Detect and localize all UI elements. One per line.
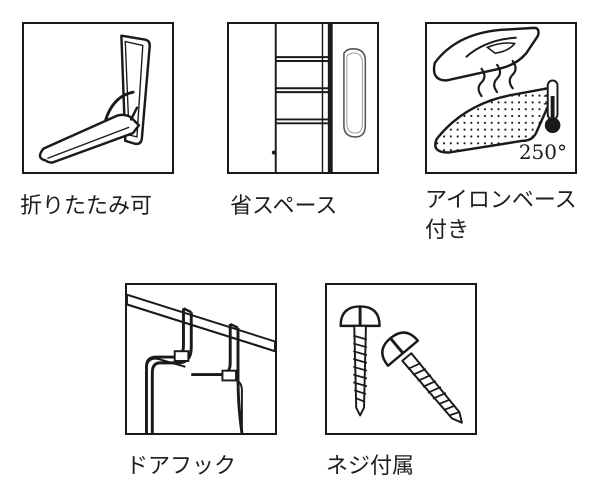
temperature-label: 250° [518, 140, 567, 164]
door-hook-icon [127, 293, 275, 433]
space-saving-cabinet-icon [271, 24, 367, 172]
feature-foldable-label: 折りたたみ可 [20, 194, 153, 219]
iron-on-base-icon [432, 26, 561, 154]
feature-space-saving-tile [227, 22, 379, 174]
screws-icon [339, 305, 463, 424]
feature-door-hook-label: ドアフック [126, 454, 237, 479]
feature-screws-label: ネジ付属 [326, 454, 415, 479]
folding-ironing-board-icon [38, 34, 151, 164]
feature-iron-base-label: アイロンベース 付き [425, 186, 577, 246]
feature-door-hook-tile [125, 283, 277, 435]
feature-screws-tile [325, 283, 477, 435]
feature-iron-base-label-line1: アイロンベース [425, 188, 577, 213]
feature-iron-base-tile: 250° [425, 22, 577, 174]
feature-foldable-tile [22, 22, 174, 174]
feature-space-saving-label: 省スペース [230, 194, 338, 219]
feature-iron-base-label-line2: 付き [425, 218, 470, 243]
